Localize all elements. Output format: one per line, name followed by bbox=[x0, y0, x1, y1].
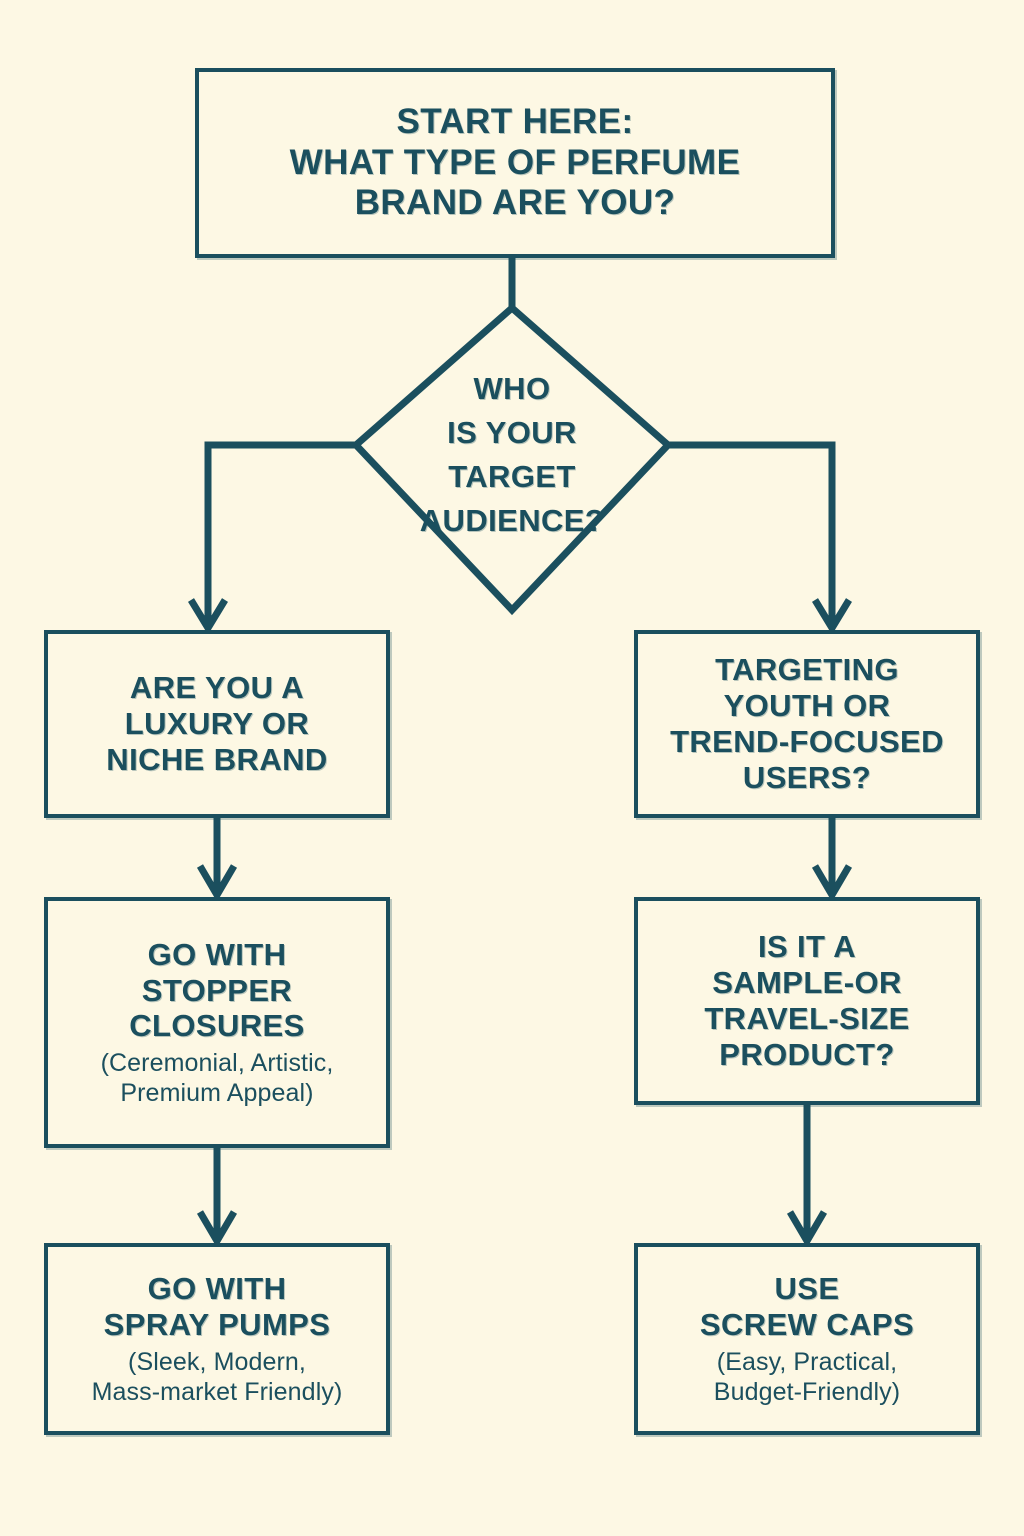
edge-decision-to-left bbox=[204, 441, 356, 622]
node-right-screw-caps-title: USE SCREW CAPS bbox=[699, 1271, 915, 1342]
node-right-youth-question[interactable]: TARGETING YOUTH OR TREND-FOCUSED USERS? bbox=[634, 630, 980, 818]
edge-decision-to-right bbox=[668, 441, 836, 622]
node-left-luxury-question-title: ARE YOU A LUXURY OR NICHE BRAND bbox=[106, 670, 328, 777]
node-left-luxury-question[interactable]: ARE YOU A LUXURY OR NICHE BRAND bbox=[44, 630, 390, 818]
arrowhead-left1-left2 bbox=[196, 864, 238, 902]
node-start[interactable]: START HERE: WHAT TYPE OF PERFUME BRAND A… bbox=[195, 68, 835, 258]
node-right-sample-size-question-title: IS IT A SAMPLE-OR TRAVEL-SIZE PRODUCT? bbox=[704, 929, 910, 1072]
node-right-youth-question-title: TARGETING YOUTH OR TREND-FOCUSED USERS? bbox=[670, 652, 944, 795]
arrowhead-left2-left3 bbox=[196, 1210, 238, 1248]
node-left-spray-pumps[interactable]: GO WITH SPRAY PUMPS (Sleek, Modern, Mass… bbox=[44, 1243, 390, 1435]
node-left-stopper-closures[interactable]: GO WITH STOPPER CLOSURES (Ceremonial, Ar… bbox=[44, 897, 390, 1148]
arrowhead-right2-right3 bbox=[786, 1210, 828, 1248]
node-start-title: START HERE: WHAT TYPE OF PERFUME BRAND A… bbox=[289, 102, 741, 223]
node-right-screw-caps[interactable]: USE SCREW CAPS (Easy, Practical, Budget-… bbox=[634, 1243, 980, 1435]
node-decision-title: WHO IS YOUR TARGET AUDIENCE? bbox=[419, 371, 605, 539]
node-left-spray-pumps-title: GO WITH SPRAY PUMPS bbox=[103, 1271, 331, 1342]
arrowhead-decision-right bbox=[812, 598, 852, 635]
node-decision[interactable]: WHO IS YOUR TARGET AUDIENCE? bbox=[352, 307, 672, 622]
arrowhead-right1-right2 bbox=[811, 864, 853, 902]
node-right-screw-caps-subtitle: (Easy, Practical, Budget-Friendly) bbox=[713, 1347, 901, 1406]
node-left-stopper-closures-subtitle: (Ceremonial, Artistic, Premium Appeal) bbox=[100, 1049, 334, 1108]
node-right-sample-size-question[interactable]: IS IT A SAMPLE-OR TRAVEL-SIZE PRODUCT? bbox=[634, 897, 980, 1105]
node-left-stopper-closures-title: GO WITH STOPPER CLOSURES bbox=[129, 936, 305, 1044]
arrowhead-decision-left bbox=[188, 598, 228, 635]
node-left-spray-pumps-subtitle: (Sleek, Modern, Mass-market Friendly) bbox=[91, 1347, 343, 1406]
